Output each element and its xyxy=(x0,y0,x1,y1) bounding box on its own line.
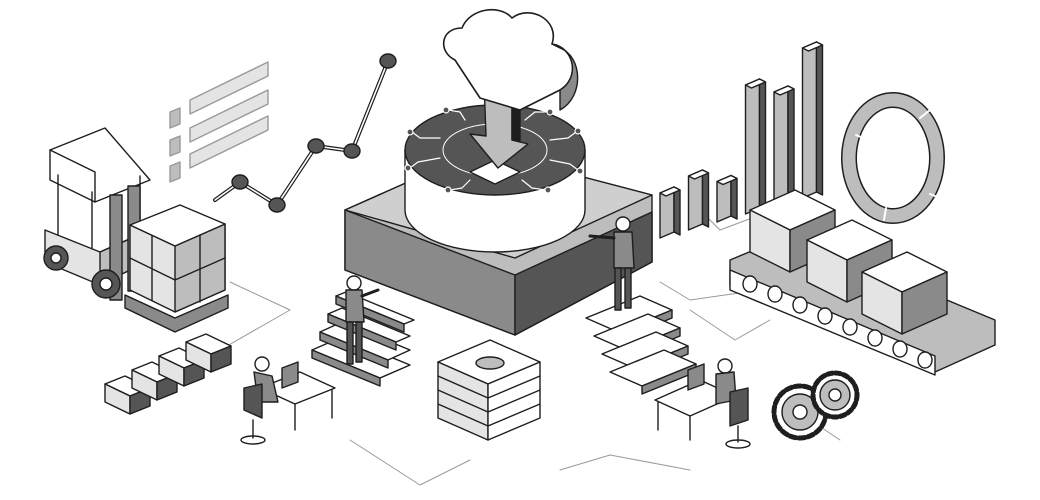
bar-chart-column xyxy=(801,41,818,199)
worker-at-desk-left-icon xyxy=(240,356,336,445)
conveyor-boxes-icon xyxy=(749,189,948,335)
worker-at-desk-right-icon xyxy=(654,358,751,449)
bar-chart-column xyxy=(744,78,761,215)
bar-chart-column-side xyxy=(787,85,795,204)
bar-chart-icon xyxy=(659,41,824,239)
bar-chart-column-top xyxy=(659,186,681,197)
bar-chart-column-top xyxy=(801,41,824,52)
bar-chart-column-side xyxy=(758,78,767,212)
person-on-stairs-right-icon xyxy=(588,216,635,311)
donut-chart-icon xyxy=(841,92,945,224)
boxes-row-icon xyxy=(104,333,232,415)
bar-chart-column-side xyxy=(815,41,824,196)
bar-chart-column-top xyxy=(716,174,738,186)
gears-icon xyxy=(771,370,860,441)
bar-chart-column-side xyxy=(730,174,738,220)
line-graph-icon xyxy=(213,53,397,213)
person-on-stairs-left-icon xyxy=(345,275,380,365)
money-stack-icon xyxy=(437,339,541,441)
cloud-icon xyxy=(442,9,579,111)
stairs-right-icon xyxy=(585,295,697,395)
circuit-traces xyxy=(404,106,584,194)
checklist-icon xyxy=(169,61,269,183)
bar-chart-column-top xyxy=(687,169,710,180)
bar-chart-column-side xyxy=(673,186,681,236)
bar-chart-column-top xyxy=(773,85,795,96)
boxes-pallet-icon xyxy=(124,204,229,333)
bar-chart-column-top xyxy=(744,78,767,89)
circuit-platform-icon xyxy=(344,104,653,336)
bar-chart-column xyxy=(773,85,789,207)
bar-chart-column-side xyxy=(701,169,710,228)
